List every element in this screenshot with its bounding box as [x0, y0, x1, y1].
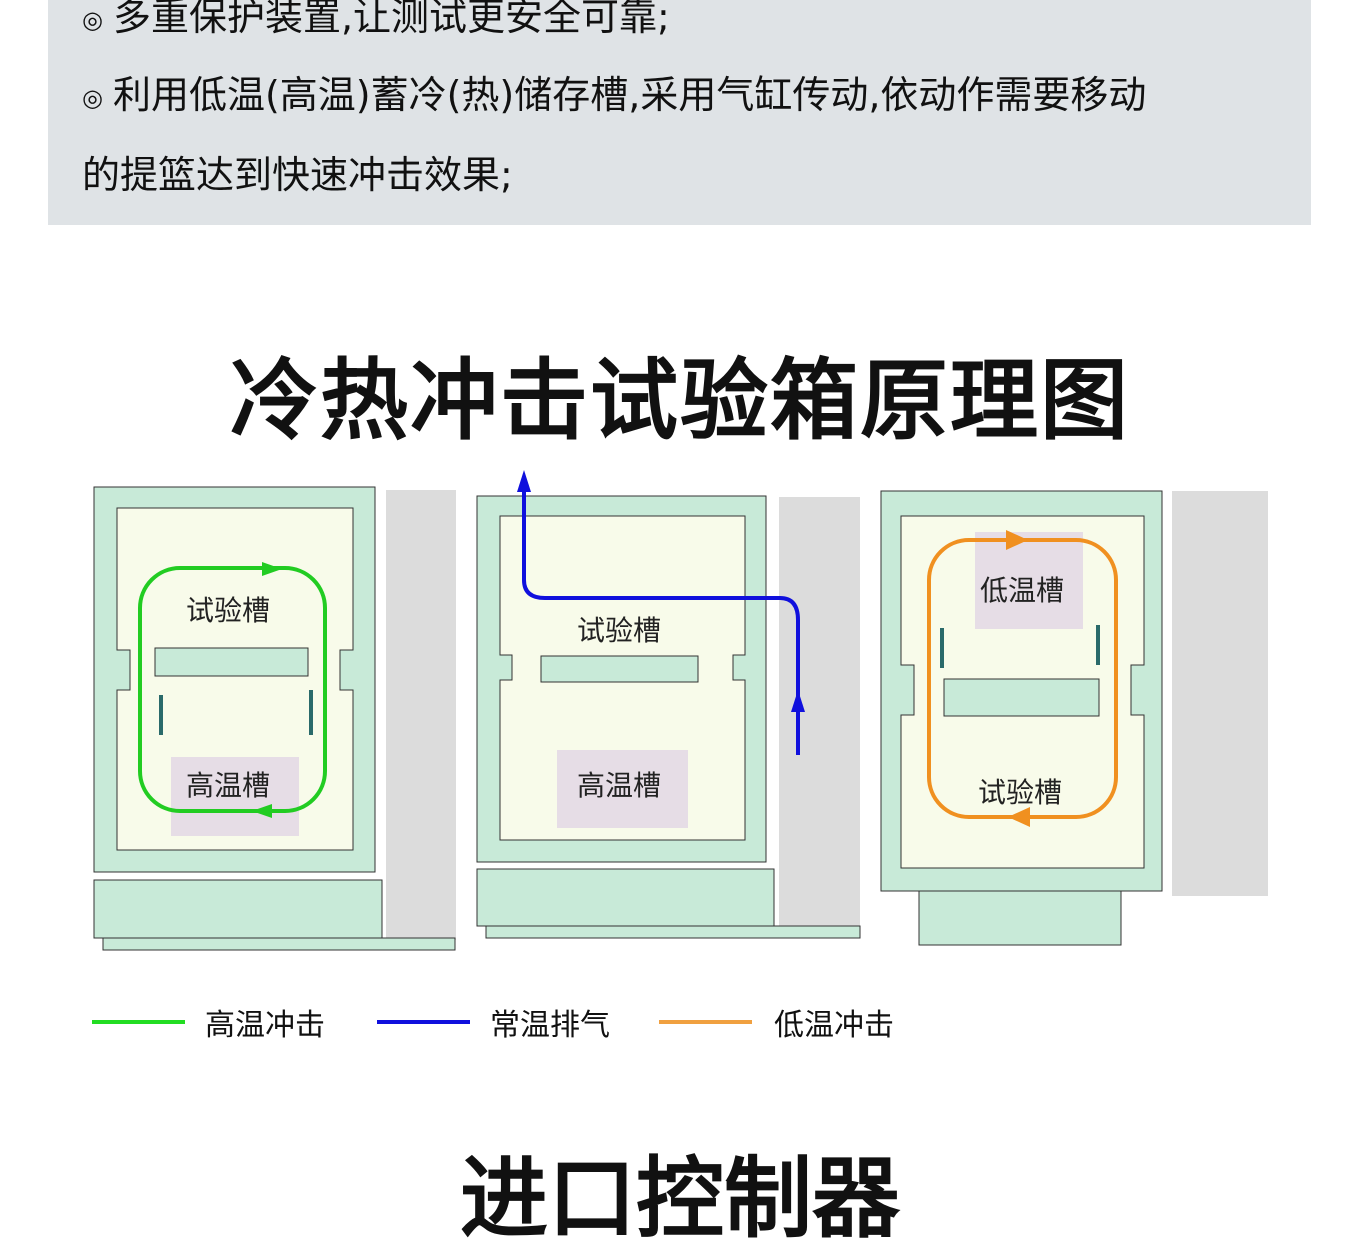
section-title: 冷热冲击试验箱原理图 [229, 349, 1130, 452]
feature-text: 利用低温(高温)蓄冷(热)储存槽,采用气缸传动,依动作需要移动 [112, 73, 1147, 117]
legend-item-low-temp: 低温冲击 [659, 1000, 894, 1044]
base-plate [485, 925, 861, 939]
legend-item-exhaust: 常温排气 [377, 1000, 610, 1044]
feature-line: 的提篮达到快速冲击效果; [82, 144, 513, 199]
upper-label: 试验槽 [577, 614, 661, 647]
bullet-icon: ◎ [82, 83, 103, 112]
legend-item-high-temp: 高温冲击 [92, 1000, 325, 1044]
diagram-low-temp-shock: 低温槽 试验槽 [880, 490, 1268, 946]
label-tag [557, 750, 688, 828]
flow-path-green [138, 566, 327, 813]
upper-label: 低温槽 [980, 574, 1064, 607]
feature-list: ◎ 多重保护装置,让测试更安全可靠; ◎ 利用低温(高温)蓄冷(热)储存槽,采用气缸… [48, 0, 1311, 225]
legend-swatch [659, 1020, 752, 1024]
label-tag [171, 757, 299, 836]
legend-label: 常温排气 [490, 1008, 610, 1043]
lower-label: 高温槽 [186, 769, 270, 802]
base [93, 879, 383, 939]
principle-diagram: 试验槽 高温槽 试验槽 高温槽 低温槽 试验槽 [93, 470, 1268, 951]
legend-label: 低温冲击 [774, 1008, 894, 1043]
diagram-high-temp-shock: 试验槽 高温槽 [93, 486, 456, 951]
base-plate [102, 937, 456, 951]
legend-swatch [92, 1020, 185, 1024]
lower-label: 高温槽 [577, 769, 661, 802]
basket [943, 678, 1100, 717]
next-section-title: 进口控制器 [459, 1147, 900, 1250]
label-tag [975, 532, 1083, 629]
feature-line: ◎ 多重保护装置,让测试更安全可靠; [82, 0, 670, 41]
base [476, 868, 775, 927]
upper-label: 试验槽 [186, 594, 270, 627]
basket [540, 655, 699, 683]
side-panel [1172, 491, 1268, 896]
legend-swatch [377, 1020, 470, 1024]
flow-path-blue [522, 480, 800, 755]
side-panel [386, 490, 456, 940]
legend-label: 高温冲击 [205, 1008, 325, 1043]
basket [154, 647, 309, 677]
diagram-normal-exhaust: 试验槽 高温槽 [476, 470, 861, 939]
feature-line: ◎ 利用低温(高温)蓄冷(热)储存槽,采用气缸传动,依动作需要移动 [82, 64, 1146, 119]
bullet-icon: ◎ [82, 5, 103, 34]
feature-text: 多重保护装置,让测试更安全可靠; [112, 0, 670, 39]
feature-text: 的提篮达到快速冲击效果; [82, 153, 513, 197]
lower-label: 试验槽 [978, 776, 1062, 809]
